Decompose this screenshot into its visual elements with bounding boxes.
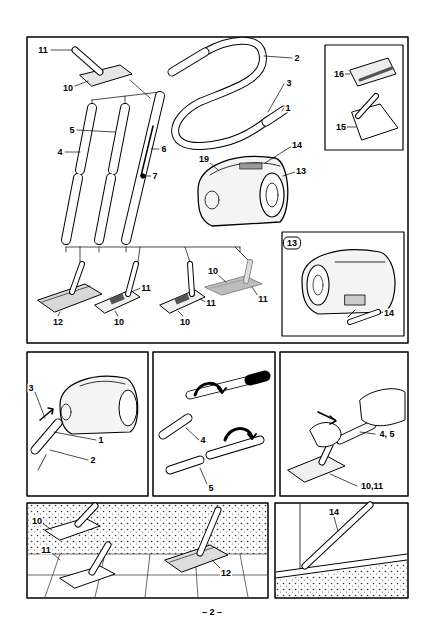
callout-number: 1	[284, 104, 291, 113]
callout-number: 13	[295, 167, 307, 176]
callout-number: 4, 5	[378, 430, 395, 439]
callout-number: 11	[257, 295, 269, 304]
callout-number: 1	[97, 436, 104, 445]
callout-number: 2	[89, 456, 96, 465]
callout-number: 5	[207, 484, 214, 493]
callout-number: 5	[68, 126, 75, 135]
callout-number: – 2 –	[201, 608, 223, 617]
callout-number: 7	[151, 172, 158, 181]
callout-number: 10	[62, 84, 74, 93]
callout-number: 3	[27, 384, 34, 393]
callout-number: 10	[207, 267, 219, 276]
callout-number: 11	[40, 546, 52, 555]
callout-number: 3	[285, 79, 292, 88]
callout-number: 11	[205, 299, 217, 308]
callout-number: 16	[333, 70, 345, 79]
callout-number: 15	[335, 123, 347, 132]
boxed-callout-number: 13	[283, 237, 301, 250]
callout-number: 10	[31, 517, 43, 526]
callout-number: 14	[328, 508, 340, 517]
callout-number: 12	[220, 569, 232, 578]
callout-number: 4	[56, 148, 63, 157]
callout-number: 14	[383, 309, 395, 318]
callout-number: 4	[199, 436, 206, 445]
callout-number: 10	[113, 318, 125, 327]
callout-number: 11	[37, 46, 49, 55]
callout-number: 14	[291, 141, 303, 150]
callout-number: 10	[179, 318, 191, 327]
callout-number: 10,11	[360, 482, 384, 491]
callout-number: 11	[140, 284, 152, 293]
callout-number: 19	[198, 155, 210, 164]
callout-number: 6	[160, 145, 167, 154]
callout-number: 2	[293, 54, 300, 63]
callout-number: 12	[52, 318, 64, 327]
